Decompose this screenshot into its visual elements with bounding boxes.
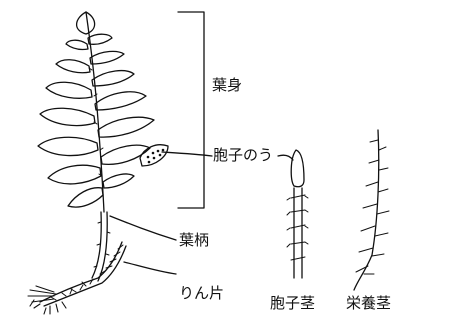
blade-label: 葉身 bbox=[212, 78, 242, 93]
leaflet bbox=[92, 71, 134, 86]
leaflet bbox=[38, 137, 98, 155]
leaflet bbox=[40, 108, 95, 125]
sporangium-label: 胞子のう bbox=[213, 148, 273, 163]
leaflet bbox=[56, 60, 90, 73]
fern-frond bbox=[38, 12, 154, 212]
fertile-stem-drawing bbox=[287, 150, 308, 278]
petiole-label: 葉柄 bbox=[179, 233, 209, 248]
sporangium-cluster bbox=[140, 145, 168, 166]
scales-leader bbox=[124, 262, 176, 274]
leaflet bbox=[68, 188, 103, 207]
leaflet bbox=[101, 145, 150, 164]
fertile-stem-label: 胞子茎 bbox=[270, 296, 315, 311]
blade-bracket bbox=[178, 12, 204, 208]
leaflet bbox=[103, 174, 134, 188]
leaflet bbox=[46, 82, 92, 98]
scales-label: りん片 bbox=[179, 286, 224, 301]
vegetative-stem-label: 栄養茎 bbox=[346, 296, 391, 311]
leaflet bbox=[77, 12, 95, 34]
petiole-leader bbox=[110, 216, 176, 240]
leaflet bbox=[95, 92, 146, 110]
vegetative-stem-drawing bbox=[354, 130, 389, 290]
fertile-tip-leader bbox=[278, 155, 293, 160]
leaflet bbox=[66, 40, 88, 49]
petiole bbox=[92, 212, 110, 281]
leaflet bbox=[98, 117, 154, 137]
rhizome bbox=[28, 242, 126, 314]
strobilus bbox=[291, 150, 304, 187]
leaflet bbox=[48, 165, 101, 184]
leaflet bbox=[90, 51, 124, 64]
leaflet bbox=[88, 34, 112, 44]
